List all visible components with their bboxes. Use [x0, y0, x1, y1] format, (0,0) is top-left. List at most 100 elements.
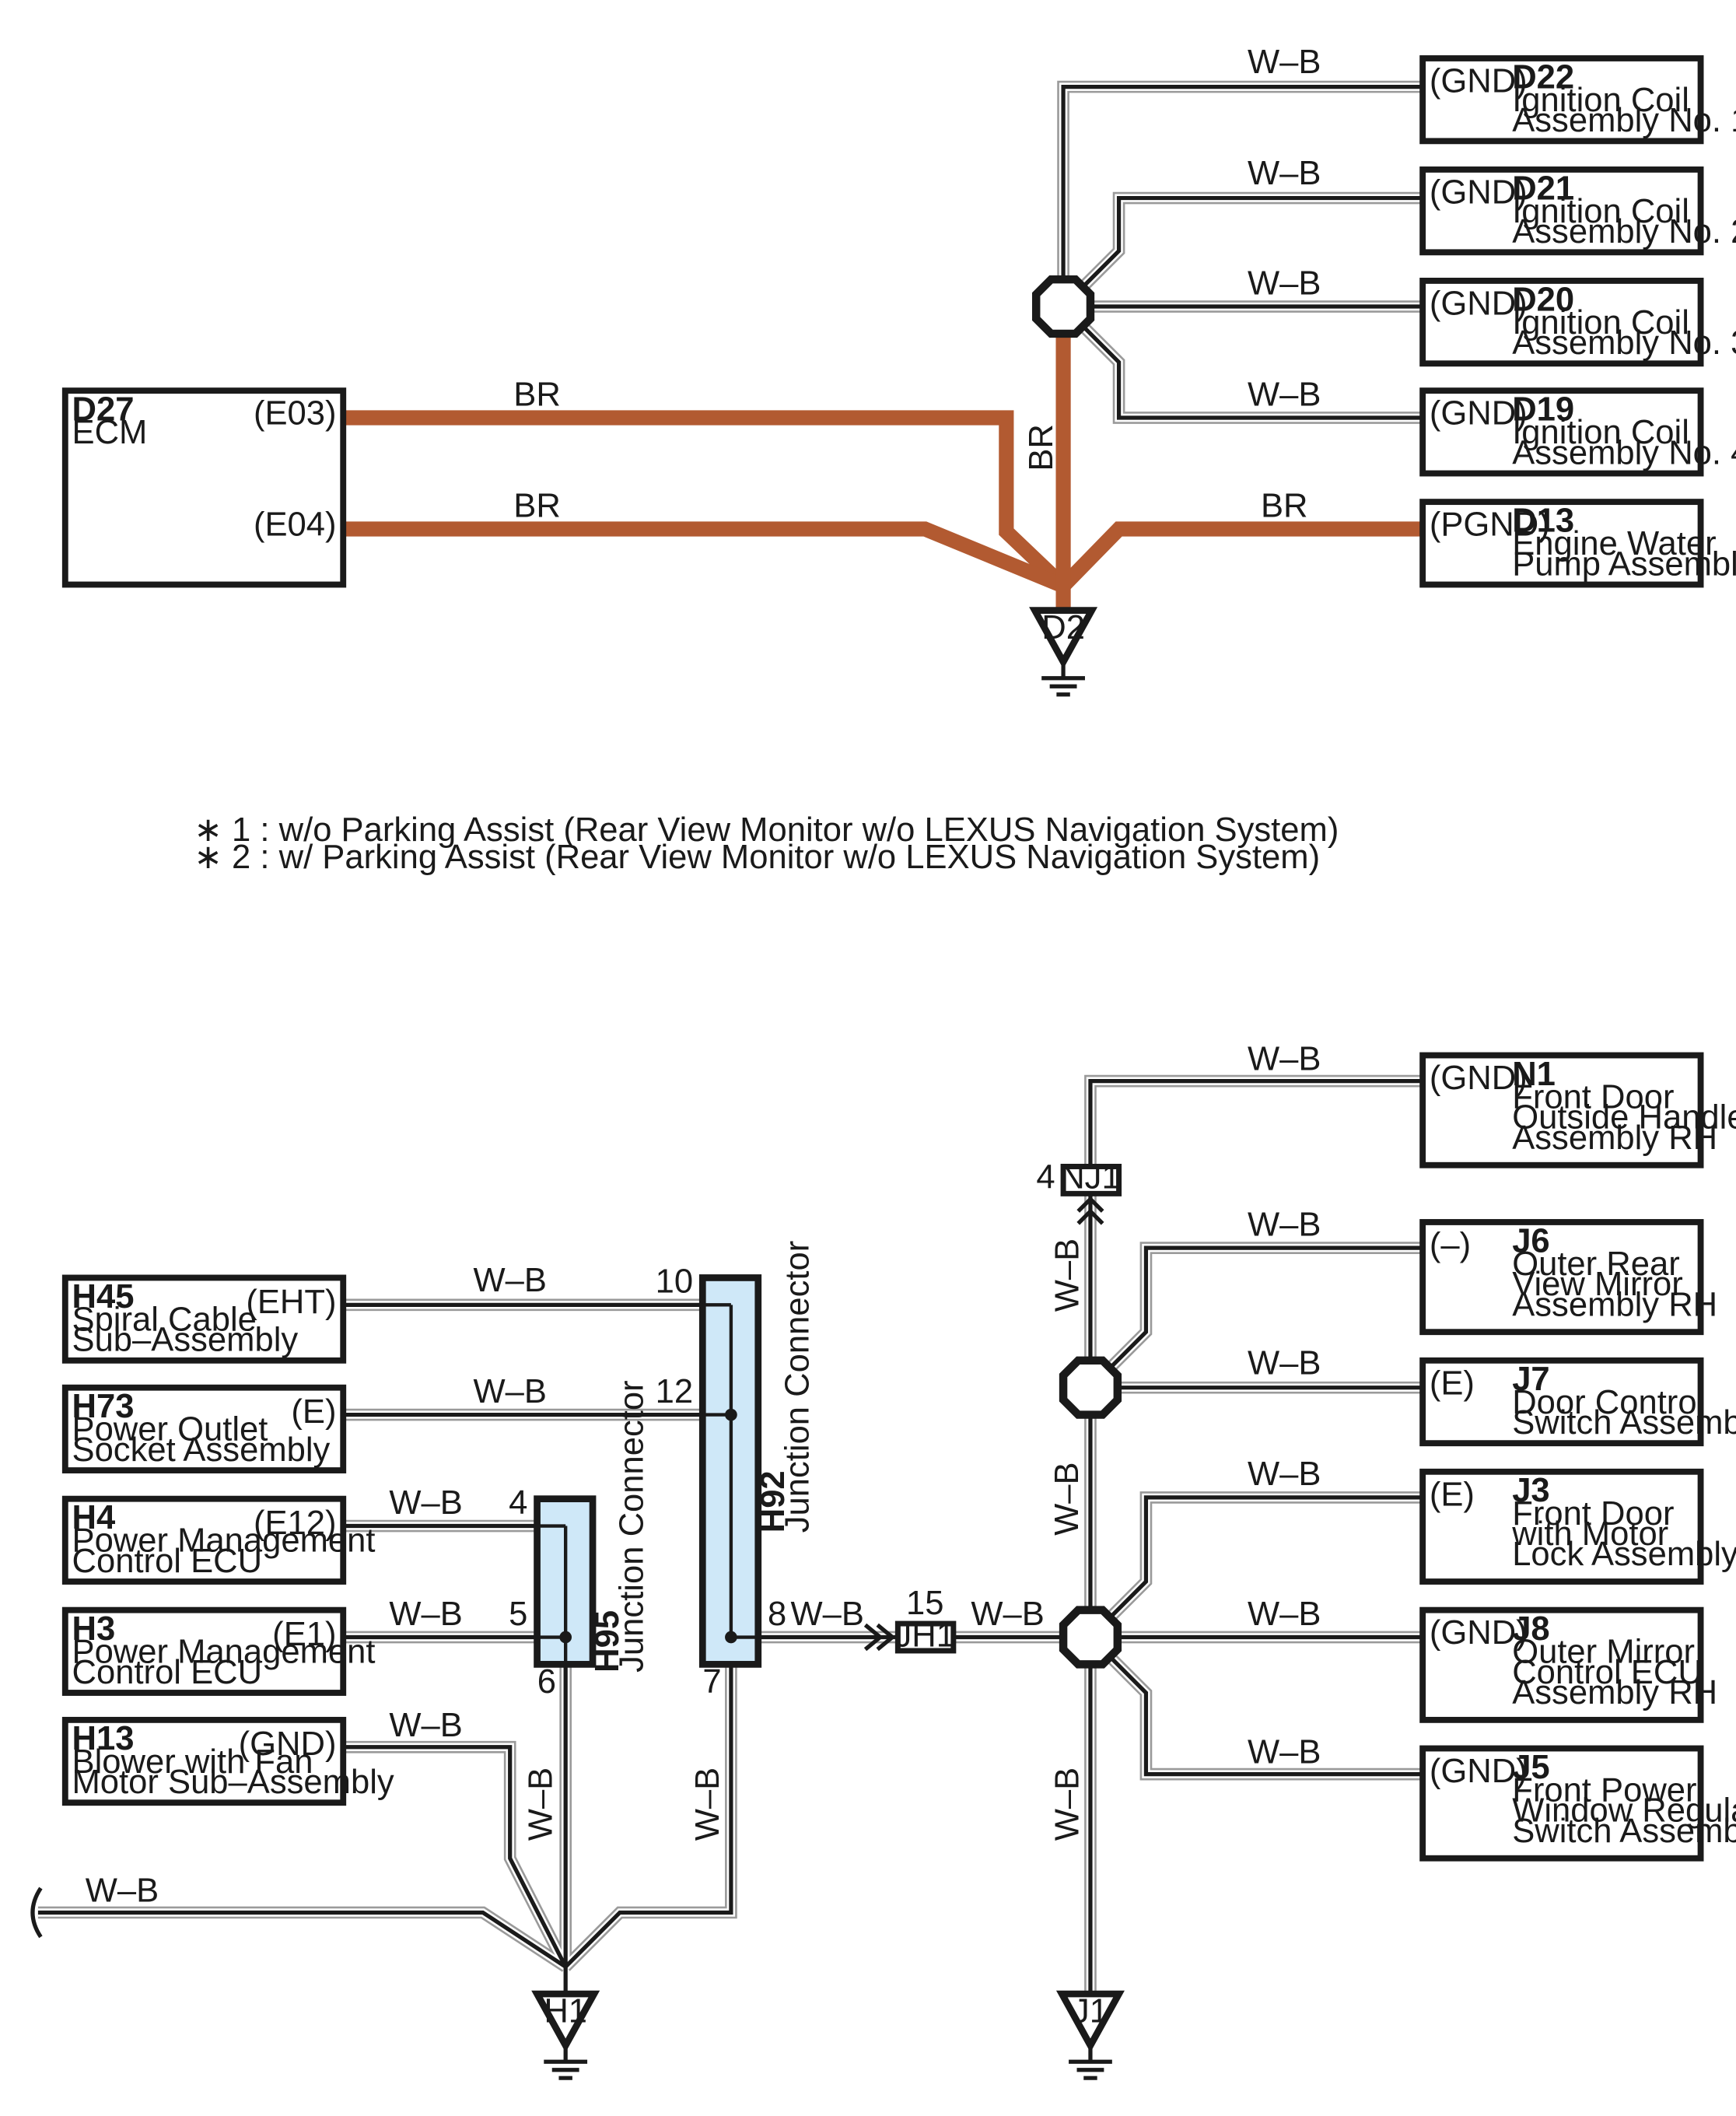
d13-l1: Engine Water [1512, 525, 1716, 562]
component-h3: H3 Power Management Control ECU (E1) [61, 1606, 376, 1696]
wire-label-e04: BR [513, 487, 561, 524]
wire-label-j1-down: W–B [1048, 1767, 1086, 1841]
ground-j1: J1 [1062, 1993, 1118, 2078]
splice-point-lower [1059, 1606, 1122, 1669]
d19-code: D19 [1512, 391, 1574, 429]
ground-h1: H1 [537, 1967, 594, 2078]
wire-label-e03: BR [513, 376, 561, 413]
h45-l2: Sub–Assembly [72, 1322, 299, 1359]
br-wire-e04 [343, 521, 1066, 594]
component-d22: (GND) D22 Ignition Coil Assembly No. 1 [1419, 55, 1736, 145]
j5-term: (GND) [1430, 1753, 1528, 1790]
d22-code: D22 [1512, 58, 1574, 96]
h92-name: Junction Connector [779, 1241, 816, 1533]
ground-j1-label: J1 [1073, 1993, 1108, 2030]
h13-l2: Motor Sub–Assembly [72, 1764, 394, 1801]
wire-label-splice-mid: W–B [1048, 1462, 1086, 1535]
d22-l2: Assembly No. 1 [1512, 102, 1736, 139]
j8-code: J8 [1512, 1610, 1549, 1648]
wire-labels-bottom: W–B W–B W–B W–B W–B W–B W–B W–B W–B W–B … [86, 1041, 1321, 1910]
h3-l2: Control ECU [72, 1654, 263, 1691]
component-d27-ecm: D27 ECM (E03) (E04) [61, 387, 347, 588]
h4-l2: Control ECU [72, 1543, 263, 1580]
d27-label: ECM [72, 414, 148, 451]
h73-l2: Socket Assembly [72, 1431, 331, 1469]
wire-label-h4: W–B [389, 1484, 462, 1522]
j5-l1: Front Power [1512, 1771, 1696, 1809]
wire-label-h92-down: W–B [689, 1767, 726, 1841]
wire-label-offpage: W–B [86, 1873, 159, 1910]
component-d13: (PGND) D13 Engine Water Pump Assembly [1419, 499, 1736, 588]
component-d20: (GND) D20 Ignition Coil Assembly No. 3 [1419, 278, 1736, 367]
d22-term: (GND) [1430, 63, 1528, 100]
d13-code: D13 [1512, 502, 1574, 539]
notes: ∗ 1 : w/o Parking Assist (Rear View Moni… [194, 811, 1339, 876]
wire-label-d21: W–B [1248, 155, 1321, 192]
h95-pin-6: 6 [537, 1663, 556, 1701]
wire-label-d22: W–B [1248, 44, 1321, 81]
wire-label-h45: W–B [473, 1262, 546, 1299]
j7-l1: Door Control [1512, 1384, 1704, 1421]
n1-l3: Assembly RH [1512, 1119, 1717, 1157]
wire-label-h92-out: W–B [790, 1596, 863, 1633]
h92-pin-10: 10 [656, 1263, 693, 1301]
j8-l2: Control ECU [1512, 1654, 1703, 1691]
h92-code: H92 [754, 1470, 792, 1533]
j5-l3: Switch Assembly RH [1512, 1813, 1736, 1850]
n1-l2: Outside Handle [1512, 1099, 1736, 1137]
component-d21: (GND) D21 Ignition Coil Assembly No. 2 [1419, 166, 1736, 256]
j6-term: (–) [1430, 1227, 1471, 1264]
nj1-pin: 4 [1036, 1158, 1055, 1196]
n1-term: (GND) [1430, 1060, 1528, 1097]
h92-pin-12: 12 [656, 1373, 693, 1410]
chevron-right-icon [863, 1623, 896, 1652]
jh1-pin: 15 [906, 1585, 943, 1622]
component-j5: (GND) J5 Front Power Window Regulator Sw… [1419, 1745, 1736, 1862]
h4-code: H4 [72, 1499, 116, 1536]
d21-code: D21 [1512, 170, 1574, 207]
wire-label-j5: W–B [1248, 1734, 1321, 1771]
wire-label-d20: W–B [1248, 264, 1321, 302]
connector-nj1: NJ1 4 [1036, 1158, 1122, 1225]
component-j7: (E) J7 Door Control Switch Assembly [1419, 1357, 1736, 1447]
d20-l1: Ignition Coil [1512, 304, 1689, 342]
j3-code: J3 [1512, 1472, 1549, 1509]
h73-code: H73 [72, 1388, 135, 1425]
h95-name: Junction Connector [614, 1380, 651, 1672]
d27-term-e04: (E04) [254, 506, 337, 544]
d22-l1: Ignition Coil [1512, 82, 1689, 119]
d13-term: (PGND) [1430, 506, 1550, 544]
d27-code: D27 [72, 391, 135, 429]
h95-pin-5: 5 [509, 1596, 527, 1633]
br-wires [343, 332, 1424, 611]
jh1-code: JH1 [894, 1617, 955, 1655]
j5-l2: Window Regulator [1512, 1792, 1736, 1830]
component-j3: (E) J3 Front Door with Motor Lock Assemb… [1419, 1468, 1736, 1585]
j3-term: (E) [1430, 1476, 1475, 1513]
d21-l2: Assembly No. 2 [1512, 213, 1736, 250]
j3-l3: Lock Assembly RH [1512, 1536, 1736, 1573]
wire-label-h13: W–B [389, 1707, 462, 1744]
wire-labels-top: W–B W–B W–B W–B BR BR BR BR [513, 44, 1321, 524]
h45-term: (EHT) [246, 1284, 336, 1321]
h13-code: H13 [72, 1720, 135, 1757]
n1-l1: Front Door [1512, 1079, 1674, 1116]
component-j8: (GND) J8 Outer Mirror Control ECU Assemb… [1419, 1606, 1717, 1723]
h73-l1: Power Outlet [72, 1411, 268, 1449]
splice-point-top [1031, 275, 1095, 338]
d20-l2: Assembly No. 3 [1512, 324, 1736, 362]
h4-l1: Power Management [72, 1522, 376, 1560]
d13-l2: Pump Assembly [1512, 545, 1736, 583]
component-h4: H4 Power Management Control ECU (E12) [61, 1495, 376, 1585]
d19-l2: Assembly No. 4 [1512, 434, 1736, 471]
h92-pin-7: 7 [702, 1663, 721, 1701]
j5-code: J5 [1512, 1749, 1549, 1786]
wire-label-h95-down: W–B [523, 1767, 560, 1841]
wire-label-jh1-out: W–B [971, 1596, 1044, 1633]
h3-term: (E1) [272, 1616, 336, 1653]
n1-code: N1 [1512, 1056, 1556, 1093]
splice-point-upper [1059, 1356, 1122, 1419]
wire-label-j7: W–B [1248, 1344, 1321, 1382]
j6-code: J6 [1512, 1222, 1549, 1259]
